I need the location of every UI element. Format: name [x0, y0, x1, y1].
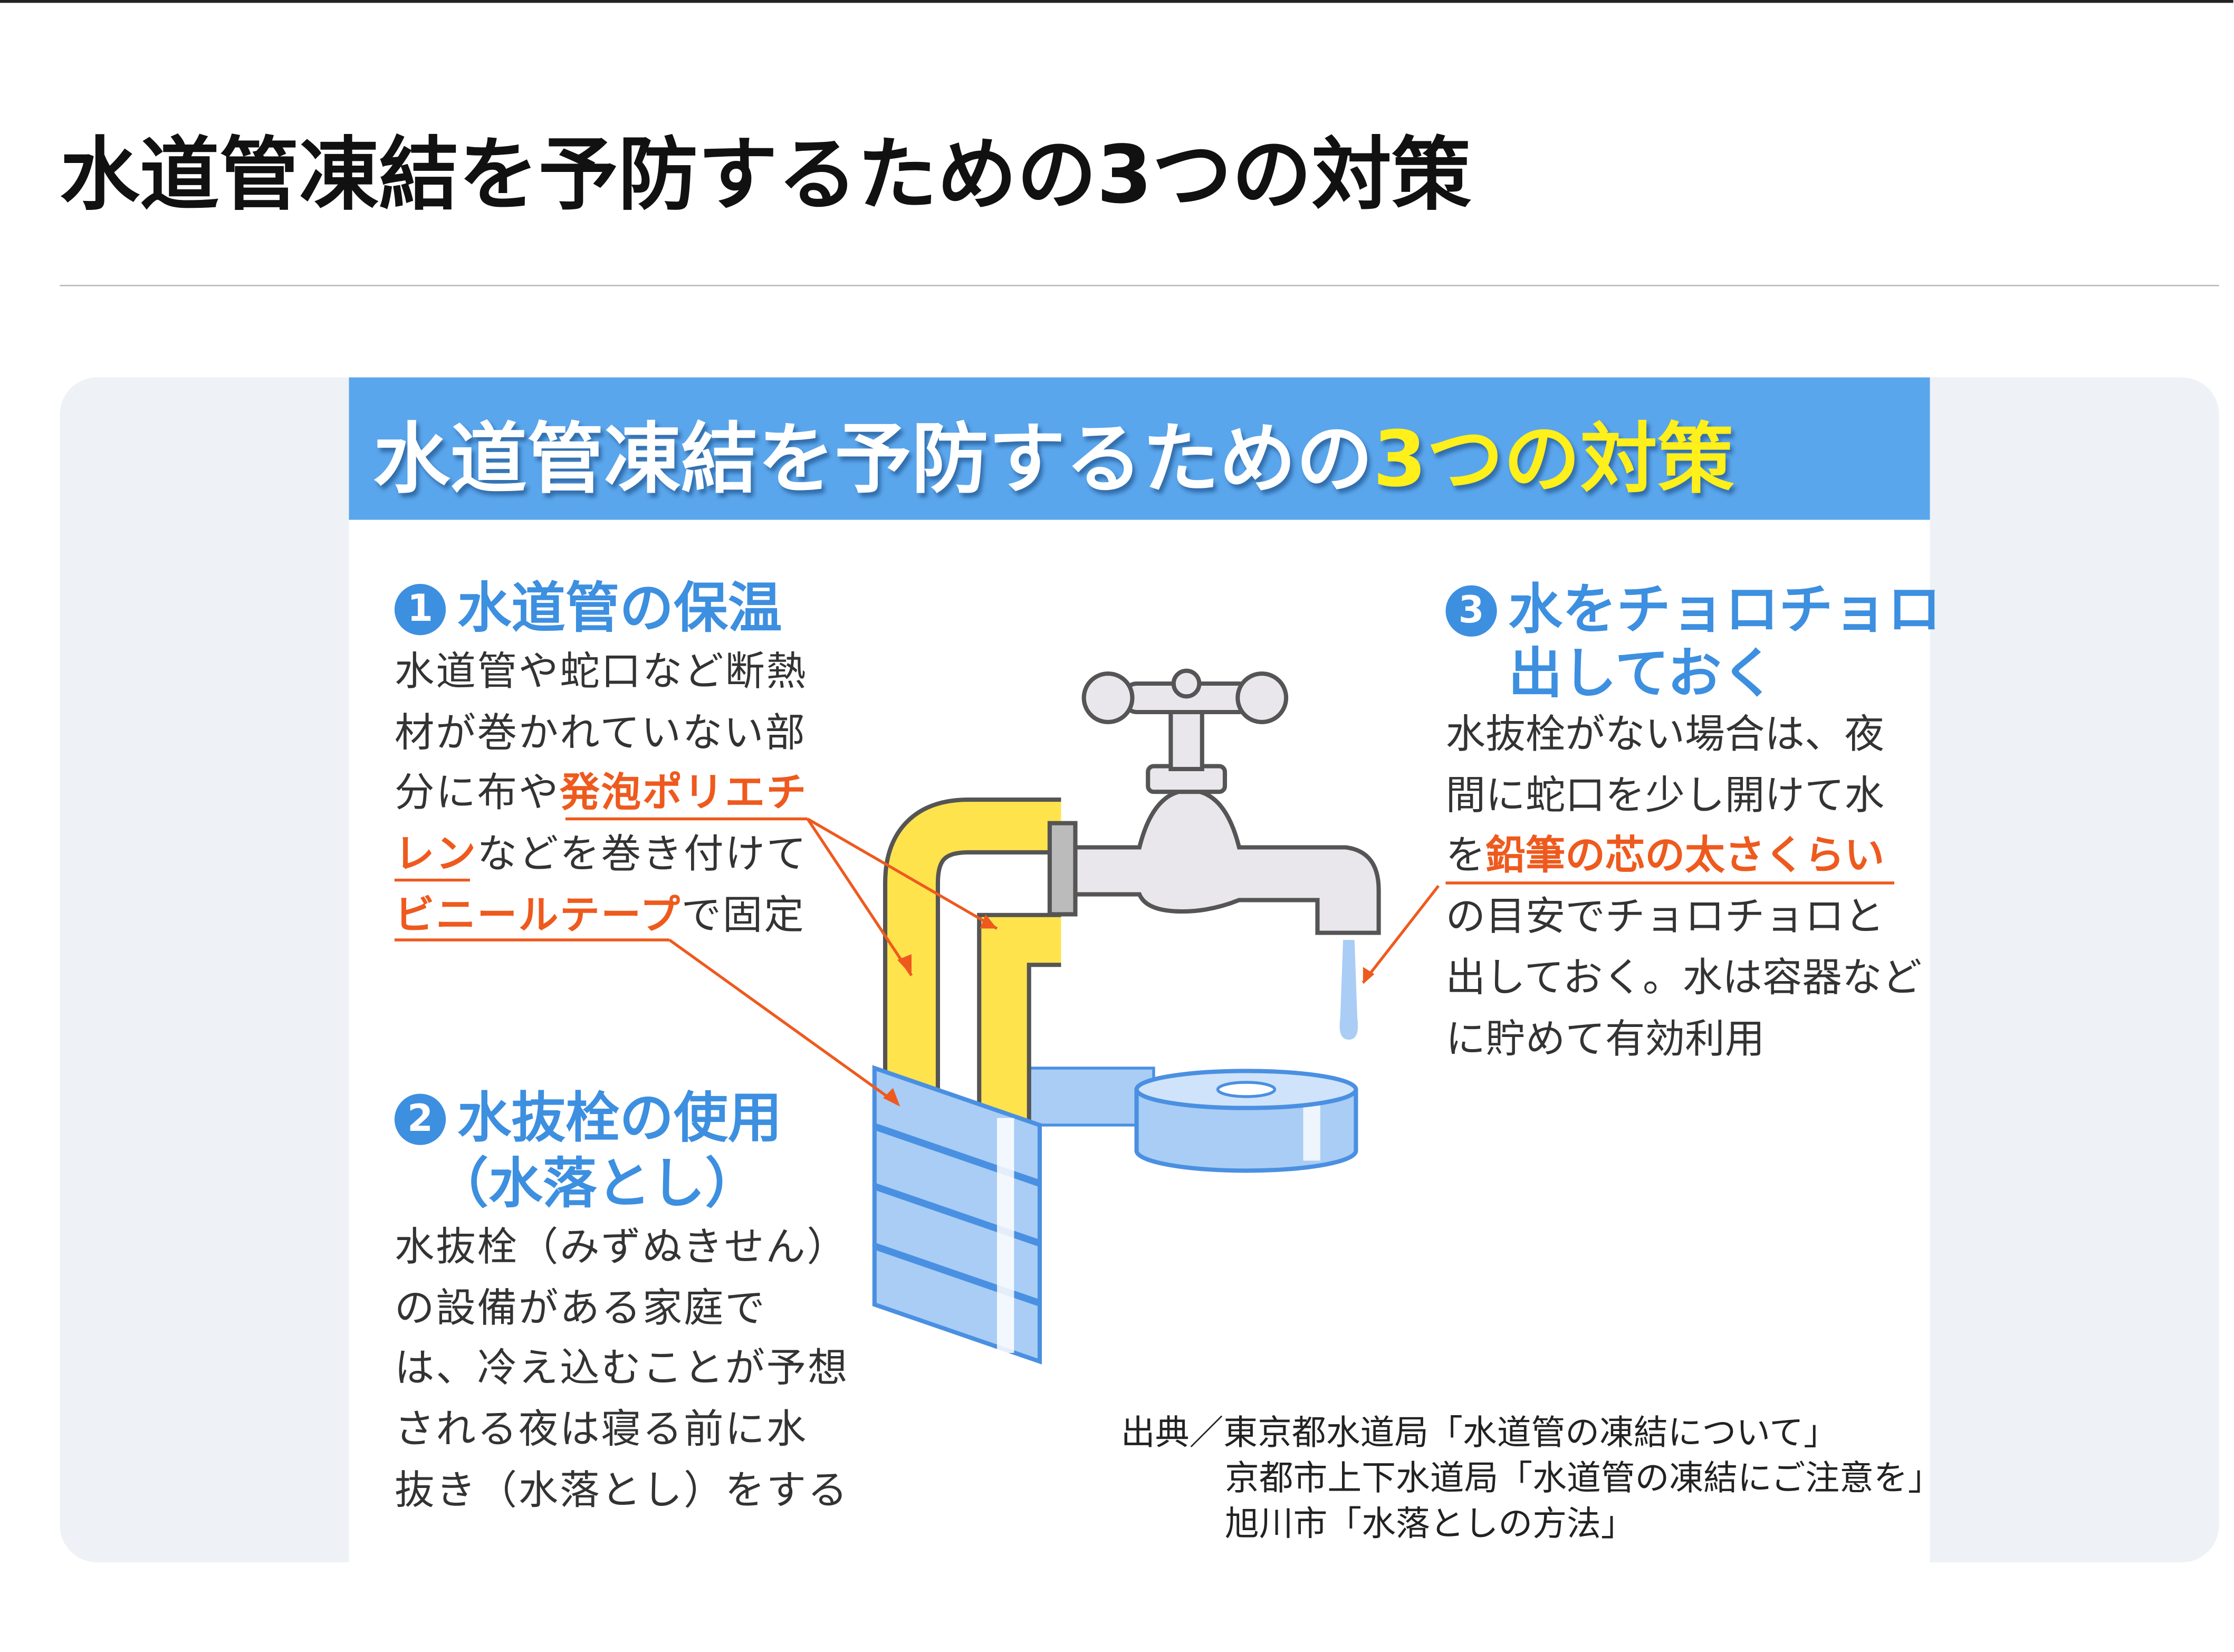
banner-title-highlight: 3つの対策: [1373, 414, 1734, 504]
banner-title: 水道管凍結を予防するための3つの対策: [373, 396, 1734, 508]
water-drop-icon: [1339, 940, 1358, 1040]
section1-body: 水道管や蛇口など断熱 材が巻かれていない部 分に布や発泡ポリエチ レンなどを巻き…: [395, 642, 808, 946]
text-line: に貯めて有効利用: [1446, 1009, 1922, 1070]
page-title: 水道管凍結を予防するための3つの対策: [60, 129, 1472, 223]
tape-roll-icon: [1134, 1069, 1358, 1173]
section1-title: 水道管の保温: [457, 577, 782, 640]
section2-subtitle: （水落とし）: [434, 1152, 760, 1215]
text-line: は、冷え込むことが予想: [394, 1344, 849, 1392]
callout-lines: [394, 817, 1895, 1105]
text-line: の設備がある家庭で: [394, 1284, 766, 1331]
section2-body: 水抜栓（みずぬきせん） の設備がある家庭で は、冷え込むことが予想 される夜は寝…: [395, 1218, 849, 1522]
highlight-text: 鉛筆の芯の太さくらい: [1485, 832, 1885, 879]
highlight-text: ビニールテープ: [394, 891, 682, 938]
divider: [60, 285, 2219, 286]
text-line: 出しておく。水は容器など: [1446, 948, 1922, 1009]
source-citation: 出典／東京都水道局「水道管の凍結について」 京都市上下水道局「水道管の凍結にご注…: [1121, 1410, 1942, 1547]
text-line: 分に布や発泡ポリエチ: [395, 764, 808, 824]
pipe-wrap-bands: [872, 1065, 1042, 1365]
text-line: ビニールテープで固定: [395, 886, 808, 946]
source-line: 出典／東京都水道局「水道管の凍結について」: [1120, 1413, 1838, 1453]
number-badge-3: 3: [1445, 585, 1497, 637]
text-segment: 水抜栓がない場合は、夜: [1445, 710, 1885, 758]
text-line: 水抜栓がない場合は、夜: [1446, 705, 1922, 766]
text-segment: などを巻き付けて: [477, 830, 808, 878]
text-line: 間に蛇口を少し開けて水: [1446, 766, 1922, 827]
text-segment: を: [1445, 832, 1486, 879]
text-segment: 分に布や: [394, 770, 560, 817]
text-segment: 水道管や蛇口など断熱: [394, 648, 808, 695]
highlight-text: 発泡ポリエチ: [560, 770, 808, 817]
faucet-icon: [1073, 668, 1381, 935]
text-segment: 材が巻かれていない部: [394, 708, 807, 756]
text-line: レンなどを巻き付けて: [395, 825, 808, 886]
text-segment: の目安でチョロチョロと: [1445, 893, 1885, 940]
source-line: 京都市上下水道局「水道管の凍結にご注意を」: [1225, 1458, 1942, 1499]
tape-strip: [1017, 1067, 1155, 1127]
text-line: 材が巻かれていない部: [395, 703, 808, 764]
section3-body: 水抜栓がない場合は、夜 間に蛇口を少し開けて水 を鉛筆の芯の太さくらい の目安で…: [1446, 705, 1922, 1070]
text-line: 抜き（水落とし）をする: [394, 1466, 849, 1514]
text-segment: 間に蛇口を少し開けて水: [1445, 771, 1885, 819]
yellow-pipe: [883, 798, 1078, 1126]
text-segment: で固定: [681, 891, 806, 938]
source-line: 旭川市「水落としの方法」: [1225, 1504, 1635, 1544]
text-line: を鉛筆の芯の太さくらい: [1446, 827, 1922, 887]
text-line: される夜は寝る前に水: [394, 1406, 808, 1453]
section3-subtitle: 出しておく: [1508, 642, 1776, 705]
number-badge-1: 1: [394, 584, 446, 636]
infographic: [349, 377, 1930, 1562]
text-segment: に貯めて有効利用: [1445, 1014, 1765, 1062]
section3-title: 水をチョロチョロ: [1508, 578, 1942, 641]
text-segment: 出しておく。水は容器など: [1445, 954, 1922, 1001]
text-line: 水抜栓（みずぬきせん）: [394, 1223, 848, 1271]
text-line: の目安でチョロチョロと: [1446, 887, 1922, 948]
highlight-text: レン: [394, 830, 477, 878]
text-line: 水道管や蛇口など断熱: [395, 642, 808, 703]
number-badge-2: 2: [394, 1093, 446, 1145]
banner-title-main: 水道管凍結を予防するための: [373, 414, 1373, 504]
section2-title: 水抜栓の使用: [457, 1087, 782, 1149]
infographic-banner: [349, 377, 1930, 520]
top-border: [0, 0, 2233, 3]
